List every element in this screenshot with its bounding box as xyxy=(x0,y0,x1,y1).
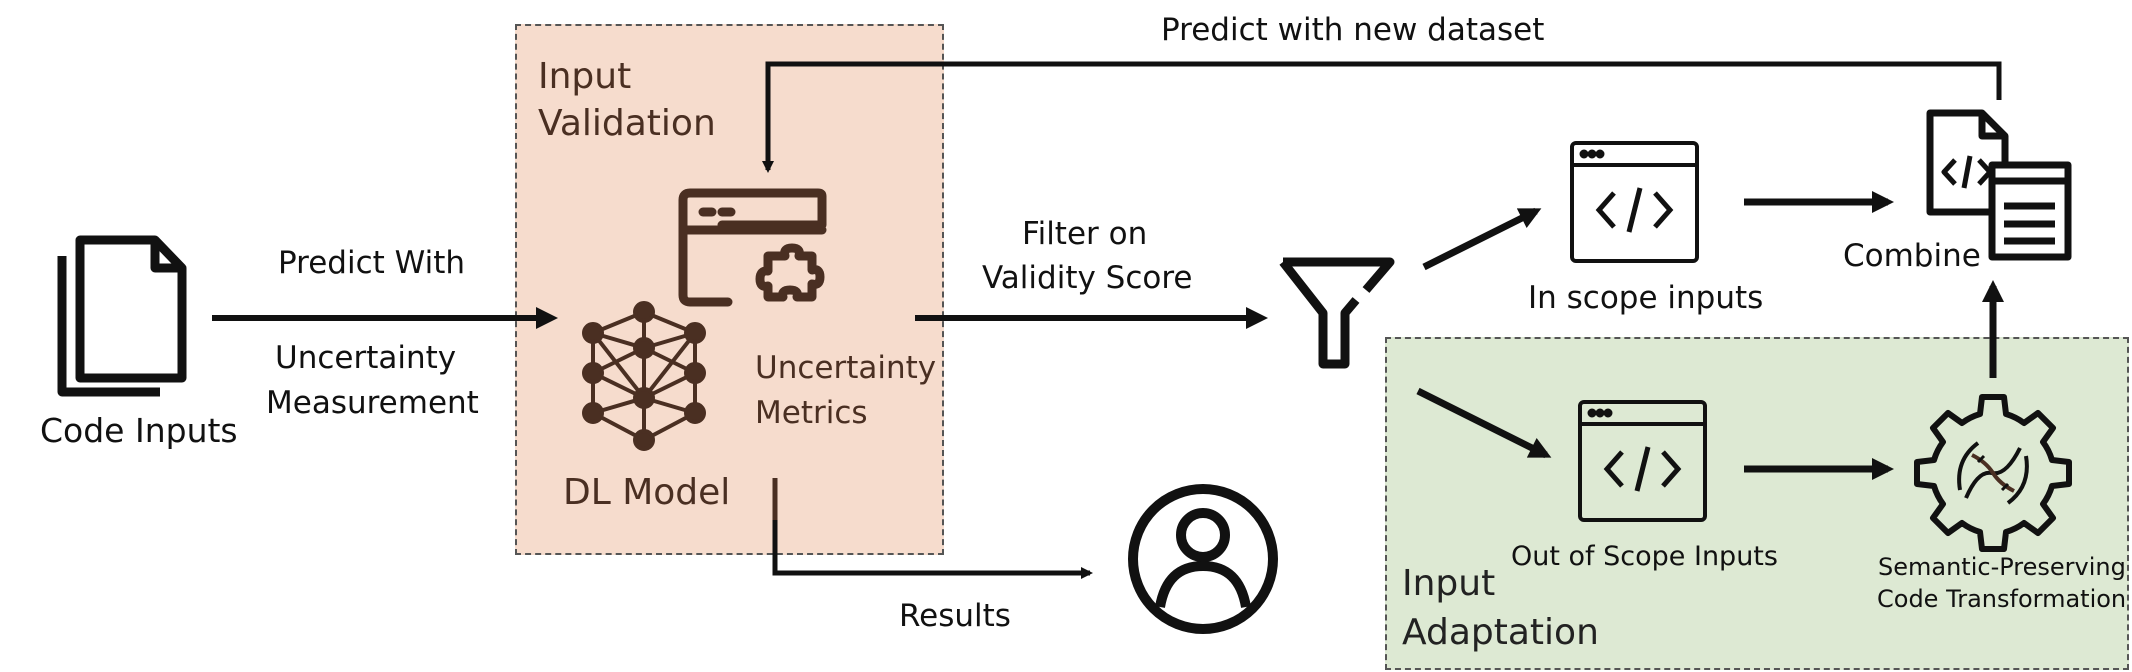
combine-label: Combine xyxy=(1843,238,1981,274)
browser-puzzle-icon xyxy=(678,188,827,307)
input-validation-title-1: Input xyxy=(538,56,632,97)
arrow-results xyxy=(772,478,1093,579)
in-scope-label: In scope inputs xyxy=(1528,280,1764,316)
uncertainty-metrics-label-2: Metrics xyxy=(755,395,868,431)
document-stack-icon xyxy=(57,235,187,397)
arrow-in-scope xyxy=(1422,207,1542,271)
input-adaptation-title-2: Adaptation xyxy=(1402,612,1599,653)
input-validation-region xyxy=(515,24,944,555)
filter-label-2: Validity Score xyxy=(982,260,1193,296)
uncertainty-label: Uncertainty xyxy=(275,340,457,376)
code-file-merge-icon xyxy=(1926,109,2072,261)
neural-network-icon xyxy=(582,301,706,451)
feedback-label: Predict with new dataset xyxy=(1161,12,1545,48)
transform-label-2: Code Transformation xyxy=(1877,585,2127,613)
arrow-feedback xyxy=(762,61,2002,173)
code-inputs-label: Code Inputs xyxy=(40,411,238,450)
input-adaptation-title-1: Input xyxy=(1402,563,1496,604)
input-adaptation-region xyxy=(1385,337,2129,670)
code-window-icon xyxy=(1570,141,1699,263)
gear-dna-icon xyxy=(1914,394,2072,552)
code-window-icon xyxy=(1578,400,1707,522)
transform-label-1: Semantic-Preserving xyxy=(1878,553,2126,581)
user-icon xyxy=(1128,484,1278,634)
arrow-out-scope xyxy=(1416,387,1552,459)
predict-with-label: Predict With xyxy=(278,245,466,281)
out-scope-label: Out of Scope Inputs xyxy=(1511,541,1778,572)
input-validation-title-2: Validation xyxy=(538,103,716,144)
funnel-icon xyxy=(1279,257,1395,369)
uncertainty-metrics-label-1: Uncertainty xyxy=(755,350,937,386)
filter-label-1: Filter on xyxy=(1022,216,1148,252)
dl-model-label: DL Model xyxy=(563,472,731,513)
results-label: Results xyxy=(899,598,1011,634)
measurement-label: Measurement xyxy=(266,385,479,421)
